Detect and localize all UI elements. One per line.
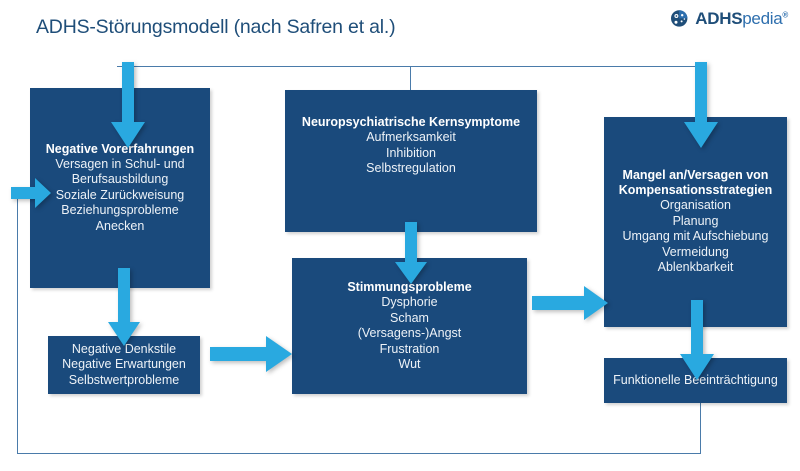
box-item: Selbstwertprobleme bbox=[68, 372, 180, 387]
connector-kernsymptome-up-stem bbox=[410, 66, 411, 90]
box-item: Negative Erwartungen bbox=[62, 357, 186, 372]
logo-text-bold: ADHS bbox=[695, 8, 743, 28]
box-header: Stimmungsprobleme bbox=[347, 280, 472, 294]
box-item: Funktionelle Beeinträchtigung bbox=[613, 372, 778, 387]
arrow-right-denkstile-to-stimmungsprobleme bbox=[210, 336, 292, 372]
box-item: Scham bbox=[390, 310, 429, 325]
box-header: Neuropsychiatrische Kernsymptome bbox=[301, 115, 521, 129]
box-item: Versagen in Schul- und bbox=[55, 156, 185, 171]
box-item: Umgang mit Aufschiebung bbox=[622, 229, 769, 244]
box-item: Planung bbox=[672, 213, 719, 228]
box-item: Negative Denkstile bbox=[71, 341, 177, 356]
arrow-down-to-kompensationsstrategien bbox=[684, 62, 718, 148]
box-item: Aufmerksamkeit bbox=[366, 130, 456, 144]
connector-feedback-right-vertical bbox=[700, 403, 701, 454]
box-item: Beziehungsprobleme bbox=[61, 203, 179, 218]
arrow-down-kompensationsstrategien-to-beeintraechtigung bbox=[680, 300, 714, 380]
box-item: Ablenkbarkeit bbox=[657, 260, 734, 275]
arrow-right-stimmungsprobleme-to-kompensationsstrategien bbox=[532, 286, 608, 320]
box-item: Dysphorie bbox=[381, 295, 438, 309]
connector-feedback-bottom-horizontal bbox=[17, 453, 701, 454]
box-mangel-kompensationsstrategien[interactable]: Mangel an/Versagen von Kompensationsstra… bbox=[604, 117, 787, 327]
box-item: Anecken bbox=[95, 218, 145, 233]
box-header: Negative Vorerfahrungen bbox=[45, 141, 195, 156]
box-item: Organisation bbox=[660, 198, 731, 213]
box-item: Soziale Zurückweisung bbox=[55, 187, 185, 202]
arrow-down-vorerfahrungen-to-denkstile bbox=[108, 268, 140, 346]
adhspedia-logo-text: ADHSpedia® bbox=[695, 9, 788, 29]
box-item: Wut bbox=[398, 357, 421, 371]
box-item: (Versagens-)Angst bbox=[357, 326, 462, 340]
box-negative-vorerfahrungen[interactable]: Negative Vorerfahrungen Versagen in Schu… bbox=[30, 88, 210, 288]
box-item: Vermeidung bbox=[662, 244, 729, 259]
adhspedia-circle-icon bbox=[670, 8, 691, 29]
arrow-down-to-vorerfahrungen bbox=[111, 62, 145, 148]
arrow-down-kernsymptome-to-stimmungsprobleme bbox=[395, 222, 427, 284]
adhspedia-logo: ADHSpedia® bbox=[670, 8, 788, 29]
connector-top-horizontal bbox=[117, 66, 701, 67]
arrow-right-feedback-to-vorerfahrungen bbox=[11, 178, 51, 208]
box-item: Selbstregulation bbox=[366, 161, 456, 175]
logo-registered-mark: ® bbox=[782, 9, 788, 19]
box-funktionelle-beeintraechtigung[interactable]: Funktionelle Beeinträchtigung bbox=[604, 358, 787, 403]
logo-text-light: pedia bbox=[742, 8, 783, 28]
box-neuropsychiatrische-kernsymptome[interactable]: Neuropsychiatrische Kernsymptome Aufmerk… bbox=[285, 90, 537, 232]
connector-feedback-left-vertical bbox=[17, 192, 18, 454]
box-header-line-1: Mangel an/Versagen von bbox=[622, 168, 769, 183]
page-title: ADHS-Störungsmodell (nach Safren et al.) bbox=[36, 16, 396, 38]
box-item: Inhibition bbox=[385, 145, 437, 160]
box-header-line-2: Kompensationsstrategien bbox=[618, 183, 773, 198]
box-item: Frustration bbox=[379, 341, 440, 356]
box-item: Berufsausbildung bbox=[71, 172, 169, 187]
